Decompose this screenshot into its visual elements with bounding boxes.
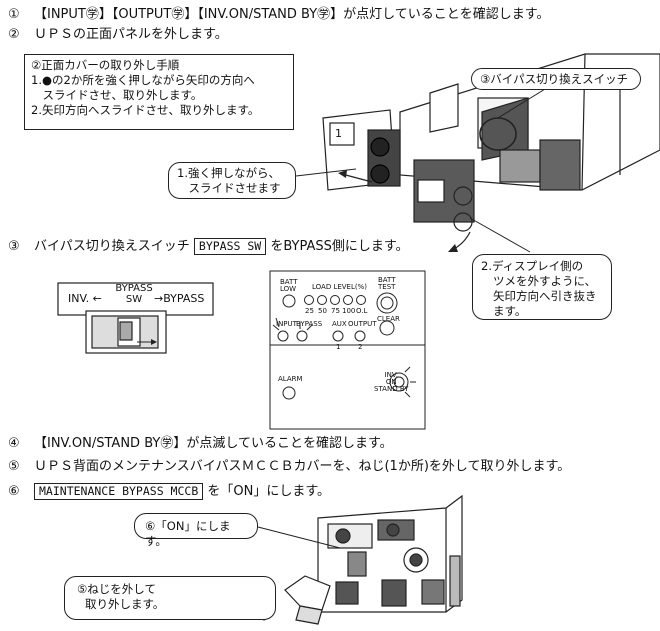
step-text: ＵＰＳの正面パネルを外します。	[34, 27, 228, 42]
label-alarm: ALARM	[278, 375, 303, 383]
step-text: を「ON」にします。	[207, 484, 331, 499]
panel-2-drawing	[413, 159, 475, 232]
step-number: ⑥	[8, 484, 20, 499]
label-inv: INV.	[384, 371, 398, 379]
label-bypass: BYPASS	[296, 320, 323, 328]
label-clear: CLEAR	[377, 315, 400, 323]
procedure-title: ②正面カバーの取り外し手順	[31, 58, 180, 72]
callout-text: ③バイパス切り換えスイッチ	[480, 72, 629, 86]
load-ol: O.L	[356, 307, 368, 315]
load-50: 50	[318, 307, 327, 315]
callout-screw: ⑤ねじを外して 取り外します。	[64, 576, 276, 620]
callout-display-side: 2.ディスプレイ側の ツメを外すように、 矢印方向へ引き抜き ます。	[472, 254, 612, 320]
procedure-box: ②正面カバーの取り外し手順 1.●の2か所を強く押しながら矢印の方向へ スライド…	[24, 54, 294, 130]
panel-1-label: 1	[335, 127, 342, 140]
label-standby: STAND BY	[374, 385, 409, 393]
procedure-line: スライドさせ、取り外します。	[31, 88, 203, 102]
switch-inv-text: INV.	[68, 292, 90, 305]
procedure-line: 1.●の2か所を強く押しながら矢印の方向へ	[31, 73, 255, 87]
label-inv-on-standby: INV. ON STAND BY	[374, 372, 409, 393]
bypass-switch-drawing	[57, 282, 214, 354]
label-batt-test: BATT TEST	[378, 276, 396, 291]
procedure-line: 2.矢印方向へスライドさせ、取り外します。	[31, 103, 260, 117]
step-number: ⑤	[8, 459, 20, 474]
label-aux-num: 1	[336, 343, 341, 351]
callout-text: 1.強く押しながら、	[177, 166, 280, 180]
step-number: ①	[8, 7, 20, 22]
switch-label-bypass: →BYPASS	[154, 292, 205, 305]
step-3: ③ バイパス切り換えスイッチ BYPASS SW をBYPASS側にします。	[8, 238, 409, 255]
load-100: 100	[342, 307, 356, 315]
step-6: ⑥ MAINTENANCE BYPASS MCCB を「ON」にします。	[8, 483, 330, 500]
label-aux: AUX	[332, 320, 347, 328]
step-number: ④	[8, 436, 20, 451]
label-batt-low: BATT LOW	[280, 278, 298, 293]
step-text: をBYPASS側にします。	[270, 239, 409, 254]
label-load-level: LOAD LEVEL(%)	[312, 283, 367, 291]
step-2: ② ＵＰＳの正面パネルを外します。	[8, 27, 228, 43]
callout-text: 取り外します。	[85, 597, 165, 611]
front-control-panel	[269, 270, 426, 430]
switch-mid-top: BYPASS	[115, 283, 153, 294]
step-4: ④ 【INV.ON/STAND BY㊫】が点滅していることを確認します。	[8, 436, 393, 452]
label-on: ON	[385, 378, 397, 386]
load-75: 75	[331, 307, 340, 315]
callout-bypass-switch: ③バイパス切り換えスイッチ	[471, 68, 641, 90]
callout-set-on: ⑥「ON」にします。	[134, 513, 258, 548]
rear-panel-drawing	[317, 494, 463, 613]
callout-text: 矢印方向へ引き抜き	[493, 289, 597, 303]
load-25: 25	[305, 307, 314, 315]
step-number: ②	[8, 27, 20, 42]
mccb-key: MAINTENANCE BYPASS MCCB	[34, 483, 204, 500]
step-text: バイパス切り換えスイッチ	[34, 239, 190, 254]
callout-text: ⑥「ON」にします。	[145, 519, 231, 548]
step-number: ③	[8, 239, 20, 254]
mccb-cover-drawing	[284, 575, 331, 625]
switch-label-bypass-sw: BYPASS SW	[112, 283, 156, 305]
callout-text: ます。	[493, 304, 527, 318]
callout-text: ツメを外すように、	[493, 274, 597, 288]
label-input: INPUT	[276, 320, 297, 328]
panel-1-drawing	[322, 109, 401, 191]
callout-text: ⑤ねじを外して	[77, 582, 156, 596]
switch-bypass-text: BYPASS	[163, 292, 205, 305]
bypass-sw-key: BYPASS SW	[193, 238, 267, 255]
panel-2-label: 2	[425, 186, 432, 199]
switch-mid-bottom: SW	[125, 294, 143, 305]
callout-text: 2.ディスプレイ側の	[481, 259, 584, 273]
switch-label-inv: INV. ←	[68, 292, 102, 305]
callout-text: スライドさせます	[177, 181, 281, 195]
step-text: ＵＰＳ背面のメンテナンスバイパスＭＣＣＢカバーを、ねじ(1か所)を外して取り外し…	[34, 459, 571, 474]
step-1: ① 【INPUT㊫】【OUTPUT㊫】【INV.ON/STAND BY㊫】が点灯し…	[8, 7, 550, 23]
step-text: 【INV.ON/STAND BY㊫】が点滅していることを確認します。	[34, 436, 393, 451]
label-output-num: 2	[358, 343, 363, 351]
step-5: ⑤ ＵＰＳ背面のメンテナンスバイパスＭＣＣＢカバーを、ねじ(1か所)を外して取り外…	[8, 459, 570, 475]
label-output: OUTPUT	[348, 320, 377, 328]
step-text: 【INPUT㊫】【OUTPUT㊫】【INV.ON/STAND BY㊫】が点灯して…	[34, 7, 550, 22]
callout-push-slide: 1.強く押しながら、 スライドさせます	[168, 162, 296, 199]
